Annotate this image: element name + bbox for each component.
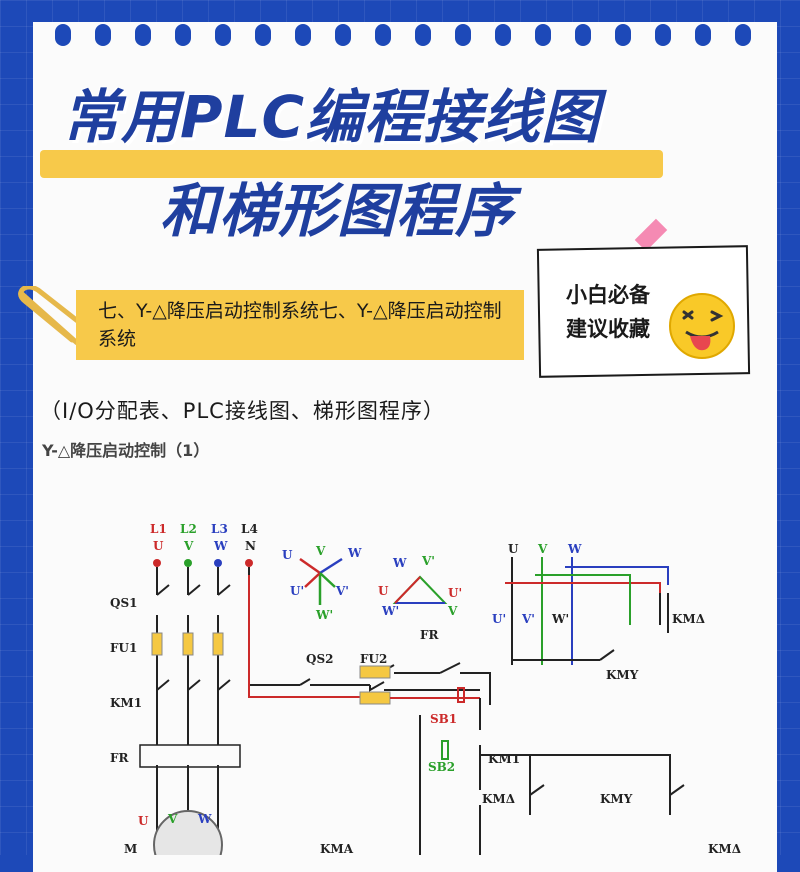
label-fr: FR bbox=[110, 751, 130, 765]
subtitle: （I/O分配表、PLC接线图、梯形图程序） bbox=[40, 399, 445, 423]
note-line2: 建议收藏 bbox=[566, 317, 650, 341]
label-kmd-right: KMΔ bbox=[672, 612, 705, 626]
label-kmy-ctrl: KMY bbox=[600, 792, 633, 806]
star-v2: V' bbox=[335, 584, 349, 598]
label-km1: KM1 bbox=[110, 696, 142, 710]
coil-v2: V' bbox=[521, 612, 535, 626]
label-kma: KMA bbox=[320, 842, 354, 855]
title-highlight bbox=[40, 150, 663, 178]
star-w: W bbox=[347, 546, 362, 560]
svg-text:U: U bbox=[508, 542, 519, 556]
label-sb2: SB2 bbox=[428, 760, 455, 774]
coil-w2: W' bbox=[551, 612, 569, 626]
phase-top-1: L1 bbox=[150, 522, 167, 536]
phase-bottom-1: U bbox=[153, 539, 164, 553]
label-kmd-ctrl: KMΔ bbox=[482, 792, 515, 806]
phase-top-3: L3 bbox=[211, 522, 228, 536]
label-m: M bbox=[124, 842, 137, 855]
wiring-diagram: L1 L2 L3 L4 U V W N U V W bbox=[110, 522, 741, 855]
label-fu2: FU2 bbox=[360, 652, 387, 666]
svg-text:W: W bbox=[567, 542, 582, 556]
delta-w2: W' bbox=[381, 604, 399, 618]
page-title-line1: 常用PLC编程接线图 bbox=[62, 83, 601, 151]
page-title-line2: 和梯形图程序 bbox=[160, 177, 515, 245]
label-fr-ctrl: FR bbox=[420, 628, 440, 642]
label-fu1: FU1 bbox=[110, 641, 137, 655]
motor-u: U bbox=[138, 814, 149, 828]
delta-u2: U' bbox=[448, 586, 462, 600]
spiral-binding bbox=[55, 24, 751, 46]
phase-bottom-3: W bbox=[213, 539, 228, 553]
delta-v: V bbox=[447, 604, 458, 618]
label-km1-ctrl: KM1 bbox=[488, 752, 520, 766]
star-v: V bbox=[315, 544, 326, 558]
phase-top-4: L4 bbox=[241, 522, 258, 536]
note-line1: 小白必备 bbox=[566, 283, 650, 307]
delta-w: W bbox=[392, 556, 407, 570]
delta-v2: V' bbox=[421, 554, 435, 568]
star-w2: W' bbox=[315, 608, 333, 622]
label-kmy-right: KMY bbox=[606, 668, 639, 682]
tongue-emoji-icon bbox=[669, 293, 735, 359]
label-qs2: QS2 bbox=[306, 652, 333, 666]
star-u2: U' bbox=[290, 584, 304, 598]
label-kmd-bottom: KMΔ bbox=[708, 842, 741, 855]
section-banner bbox=[76, 290, 524, 360]
phase-bottom-2: V bbox=[183, 539, 194, 553]
svg-text:V: V bbox=[537, 542, 548, 556]
motor-w: W bbox=[197, 812, 212, 826]
delta-u: U bbox=[378, 584, 389, 598]
phase-bottom-4: N bbox=[245, 539, 256, 553]
sticky-note-text: 小白必备 建议收藏 bbox=[566, 278, 650, 346]
motor-v: V bbox=[167, 812, 178, 826]
coil-u2: U' bbox=[492, 612, 506, 626]
star-u: U bbox=[282, 548, 293, 562]
phase-top-2: L2 bbox=[180, 522, 197, 536]
figure-title: Y-△降压启动控制（1） bbox=[42, 441, 210, 460]
label-sb1: SB1 bbox=[430, 712, 457, 726]
section-heading: 七、Y-△降压启动控制系统七、Y-△降压启动控制系统 bbox=[98, 300, 502, 350]
label-qs1: QS1 bbox=[110, 596, 137, 610]
